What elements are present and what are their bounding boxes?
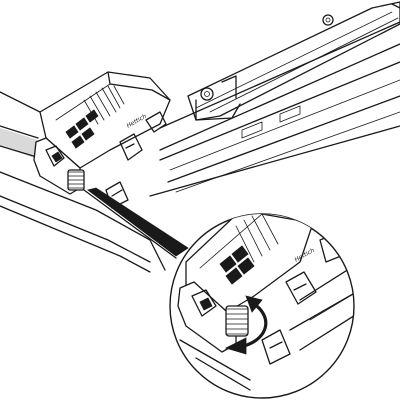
detail-callout-wedge bbox=[83, 187, 189, 259]
rotation-arrow bbox=[224, 295, 268, 355]
runner-screw-front bbox=[200, 87, 214, 101]
drawer-runner bbox=[149, 1, 400, 197]
runner-screw-rear bbox=[322, 14, 334, 26]
cabinet-panel bbox=[0, 91, 166, 273]
detail-circle: Hettich bbox=[169, 213, 355, 399]
grip-pattern bbox=[65, 109, 99, 149]
detail-adjusting-wheel bbox=[225, 305, 249, 337]
adjusting-wheel bbox=[67, 169, 85, 191]
locking-device: Hettich bbox=[33, 71, 171, 209]
